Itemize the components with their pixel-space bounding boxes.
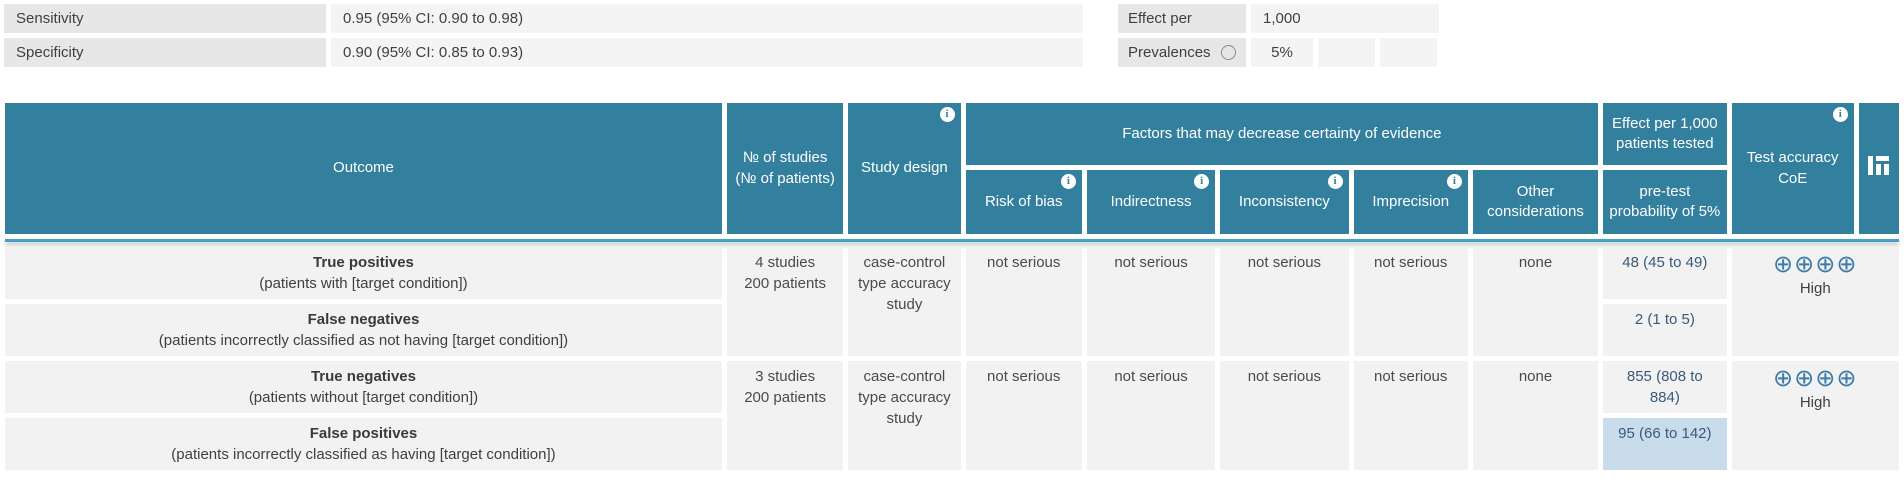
- header-outcome: Outcome: [5, 103, 722, 234]
- sensitivity-value[interactable]: 0.95 (95% CI: 0.90 to 0.98): [331, 4, 1083, 33]
- accuracy-summary-panel: Sensitivity 0.95 (95% CI: 0.90 to 0.98) …: [4, 4, 1904, 72]
- header-body-separator: [5, 239, 1899, 242]
- study-design-label: Study design: [861, 159, 948, 177]
- study-design-info-icon[interactable]: [939, 107, 955, 122]
- outcome-title: True negatives: [310, 368, 416, 385]
- header-test-accuracy-coe: Test accuracy CoE: [1731, 103, 1854, 234]
- test-accuracy-label: Test accuracy CoE: [1746, 149, 1839, 187]
- specificity-value[interactable]: 0.90 (95% CI: 0.85 to 0.93): [331, 38, 1083, 67]
- imprecision-info-icon[interactable]: [1446, 174, 1462, 189]
- coe-plus-symbols: ⊕⊕⊕⊕: [1773, 250, 1858, 278]
- indirectness-label: Indirectness: [1110, 192, 1192, 210]
- header-manage-columns[interactable]: [1858, 103, 1899, 234]
- outcome-title: True positives: [313, 254, 414, 271]
- sensitivity-label: Sensitivity: [4, 4, 326, 33]
- inconsistency-cell[interactable]: not serious: [1220, 247, 1349, 356]
- indirectness-cell[interactable]: not serious: [1086, 247, 1216, 356]
- sensitivity-row: Sensitivity 0.95 (95% CI: 0.90 to 0.98) …: [4, 4, 1904, 33]
- studies-count: 3 studies: [755, 368, 816, 385]
- indirectness-cell[interactable]: not serious: [1086, 361, 1216, 470]
- outcome-false-negatives[interactable]: False negatives (patients incorrectly cl…: [5, 304, 722, 356]
- effect-per-label: Effect per: [1118, 4, 1246, 33]
- effect-true-positives[interactable]: 48 (45 to 49): [1603, 247, 1727, 299]
- header-effect-group: Effect per 1,000 patients tested: [1603, 103, 1727, 165]
- outcome-false-positives[interactable]: False positives (patients incorrectly cl…: [5, 418, 722, 470]
- prevalence-value-3[interactable]: [1380, 38, 1437, 67]
- header-study-design: Study design: [848, 103, 961, 234]
- prevalences-label-text: Prevalences: [1128, 44, 1211, 61]
- inconsistency-label: Inconsistency: [1238, 192, 1330, 210]
- inconsistency-info-icon[interactable]: [1327, 174, 1343, 189]
- test-accuracy-info-icon[interactable]: [1832, 107, 1848, 122]
- outcome-title: False negatives: [307, 311, 420, 328]
- coe-cell-group-2[interactable]: ⊕⊕⊕⊕ High: [1731, 361, 1899, 470]
- other-considerations-cell[interactable]: none: [1472, 247, 1599, 356]
- prevalence-value-2[interactable]: [1318, 38, 1375, 67]
- row-true-negatives: True negatives (patients without [target…: [5, 361, 1899, 470]
- header-imprecision: Imprecision: [1353, 170, 1468, 234]
- studies-cell[interactable]: 3 studies 200 patients: [726, 361, 844, 470]
- effect-false-negatives[interactable]: 2 (1 to 5): [1603, 304, 1727, 356]
- header-risk-of-bias: Risk of bias: [965, 170, 1082, 234]
- header-factors-group: Factors that may decrease certainty of e…: [965, 103, 1599, 165]
- outcome-desc: (patients without [target condition]): [248, 389, 479, 406]
- specificity-label: Specificity: [4, 38, 326, 67]
- effect-per-label-text: Effect per: [1128, 10, 1192, 27]
- specificity-row: Specificity 0.90 (95% CI: 0.85 to 0.93) …: [4, 38, 1904, 67]
- effect-false-positives[interactable]: 95 (66 to 142): [1603, 418, 1727, 470]
- imprecision-cell[interactable]: not serious: [1353, 361, 1468, 470]
- header-indirectness: Indirectness: [1086, 170, 1216, 234]
- prevalences-label: Prevalences: [1118, 38, 1246, 67]
- outcome-desc: (patients incorrectly classified as havi…: [171, 446, 556, 463]
- outcome-title: False positives: [309, 425, 418, 442]
- imprecision-cell[interactable]: not serious: [1353, 247, 1468, 356]
- inconsistency-cell[interactable]: not serious: [1220, 361, 1349, 470]
- coe-rating-label: High: [1799, 280, 1831, 297]
- imprecision-label: Imprecision: [1372, 192, 1450, 210]
- coe-rating-label: High: [1799, 394, 1831, 411]
- patients-count: 200 patients: [744, 275, 826, 292]
- risk-of-bias-cell[interactable]: not serious: [965, 247, 1082, 356]
- row-false-negatives: False negatives (patients incorrectly cl…: [5, 304, 1899, 356]
- columns-icon: [1868, 155, 1890, 175]
- header-pretest-probability: pre-test probability of 5%: [1603, 170, 1727, 234]
- patients-count: 200 patients: [744, 389, 826, 406]
- grade-evidence-table: Outcome № of studies (№ of patients) Stu…: [0, 98, 1904, 475]
- prevalence-value-1[interactable]: 5%: [1251, 38, 1313, 67]
- outcome-desc: (patients incorrectly classified as not …: [158, 332, 569, 349]
- study-design-cell[interactable]: case-control type accuracy study: [848, 361, 961, 470]
- outcome-desc: (patients with [target condition]): [259, 275, 468, 292]
- coe-plus-symbols: ⊕⊕⊕⊕: [1773, 364, 1858, 392]
- outcome-true-negatives[interactable]: True negatives (patients without [target…: [5, 361, 722, 413]
- effect-per-value[interactable]: 1,000: [1251, 4, 1439, 33]
- other-considerations-cell[interactable]: none: [1472, 361, 1599, 470]
- header-no-of-studies: № of studies (№ of patients): [726, 103, 844, 234]
- coe-cell-group-1[interactable]: ⊕⊕⊕⊕ High: [1731, 247, 1899, 356]
- risk-of-bias-label: Risk of bias: [984, 192, 1063, 210]
- risk-of-bias-cell[interactable]: not serious: [965, 361, 1082, 470]
- header-other-considerations: Other considerations: [1472, 170, 1599, 234]
- row-true-positives: True positives (patients with [target co…: [5, 247, 1899, 356]
- header-inconsistency: Inconsistency: [1220, 170, 1349, 234]
- effect-true-negatives[interactable]: 855 (808 to 884): [1603, 361, 1727, 413]
- studies-count: 4 studies: [755, 254, 816, 271]
- study-design-cell[interactable]: case-control type accuracy study: [848, 247, 961, 356]
- indirectness-info-icon[interactable]: [1194, 174, 1210, 189]
- outcome-true-positives[interactable]: True positives (patients with [target co…: [5, 247, 722, 299]
- studies-cell[interactable]: 4 studies 200 patients: [726, 247, 844, 356]
- row-false-positives: False positives (patients incorrectly cl…: [5, 418, 1899, 470]
- risk-of-bias-info-icon[interactable]: [1060, 174, 1076, 189]
- prevalences-info-icon[interactable]: [1221, 45, 1236, 60]
